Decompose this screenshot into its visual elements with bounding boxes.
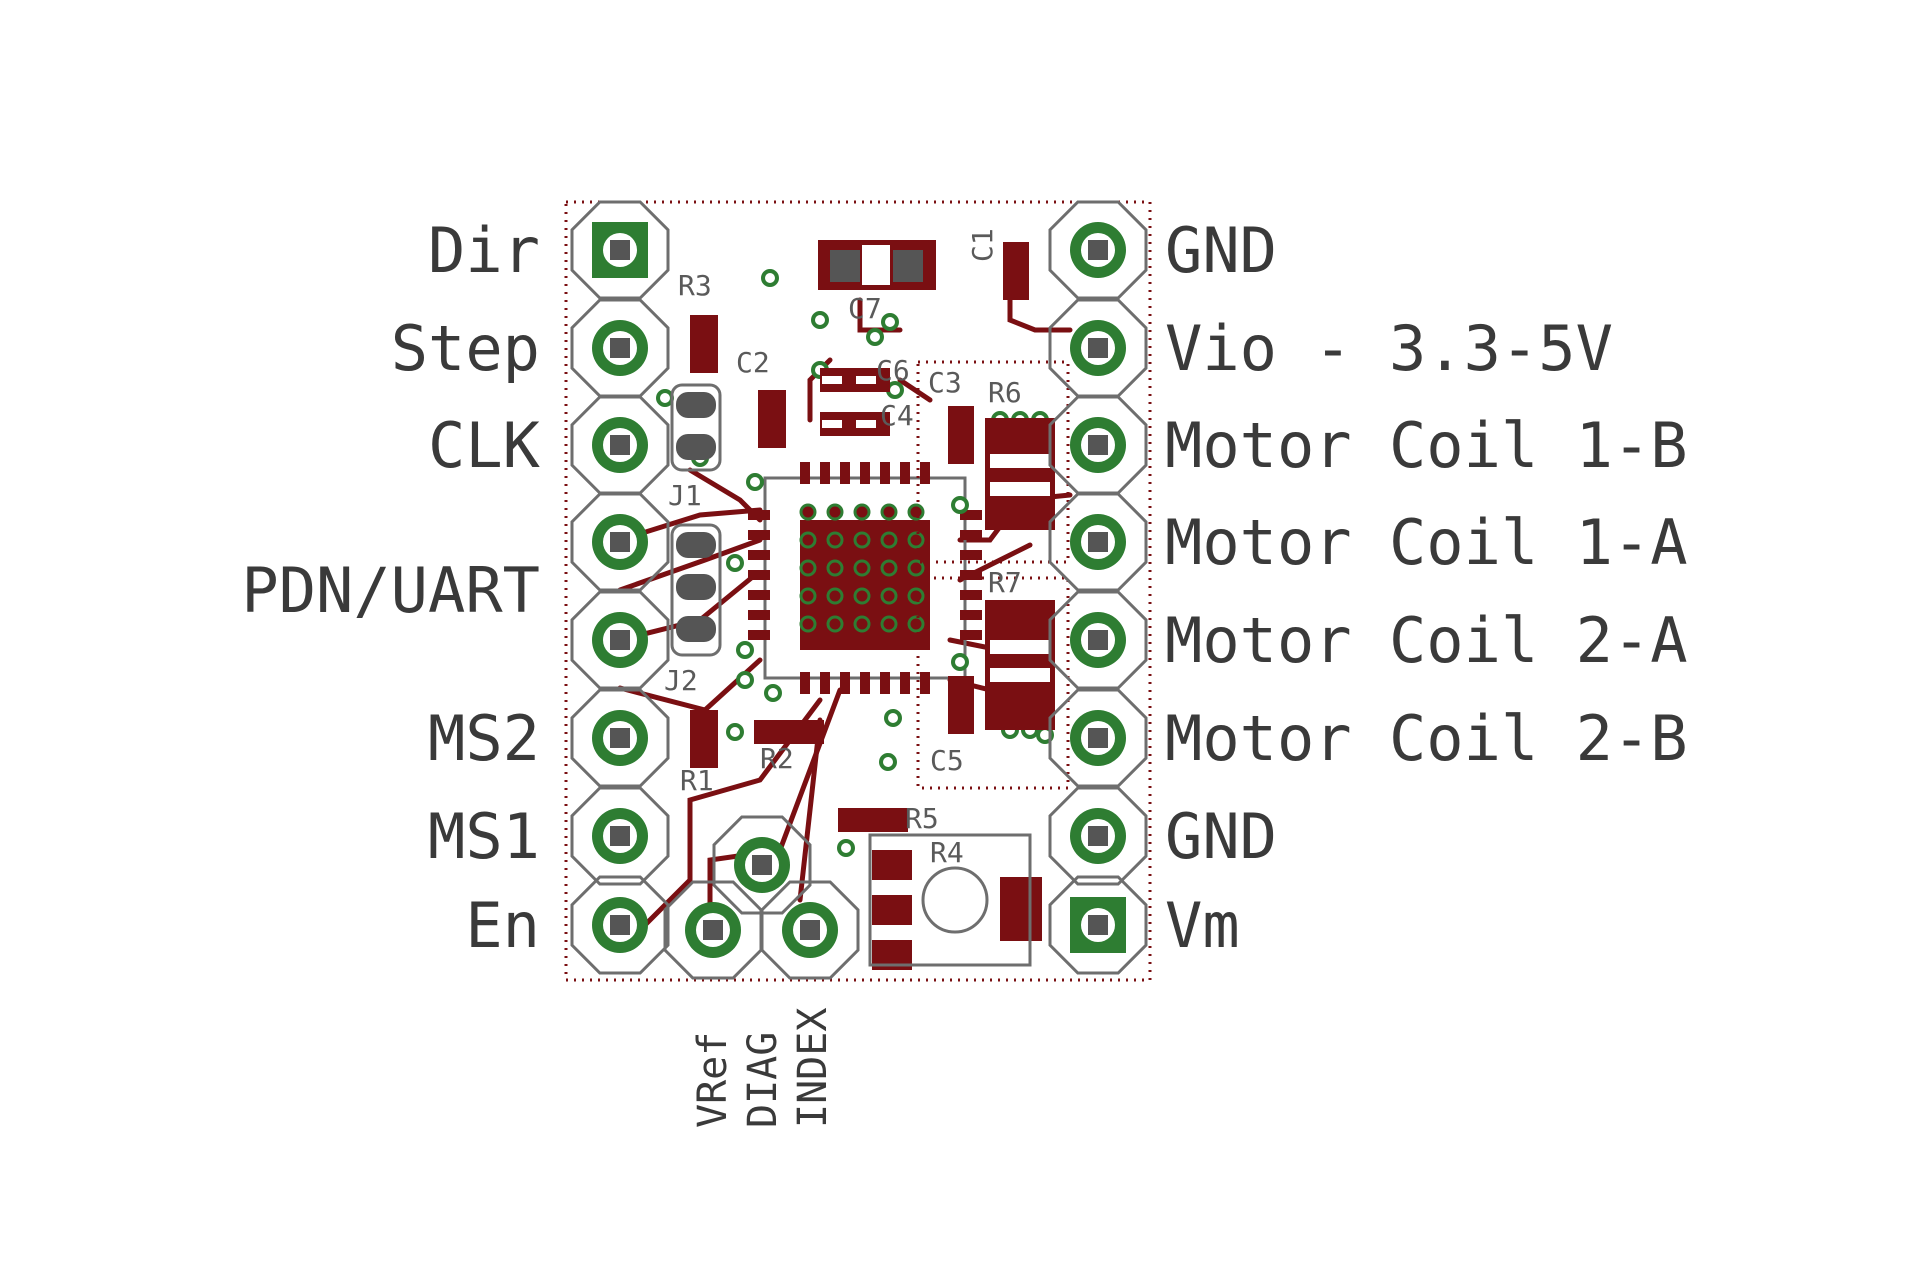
ref-label-c3: C3 [928, 366, 962, 399]
right-pin-label-3: Motor Coil 1-B [1165, 409, 1688, 482]
ref-label-r2: R2 [760, 742, 794, 775]
left-pin-label-3: CLK [428, 409, 541, 482]
left-pad-8 [570, 875, 670, 975]
right-pin-label-2: Vio - 3.3-5V [1165, 312, 1613, 385]
right-pad-7 [1048, 786, 1148, 886]
right-pad-3 [1048, 395, 1148, 495]
right-pad-6 [1048, 688, 1148, 788]
smd-parts [690, 242, 1055, 970]
left-pad-6 [570, 688, 670, 788]
right-pin-label-4: Motor Coil 1-A [1165, 506, 1688, 579]
bottom-header [663, 815, 860, 980]
right-pin-label-5: Motor Coil 2-A [1165, 604, 1688, 677]
left-pin-label-2: Step [391, 312, 540, 385]
left-pin-label-7: En [465, 889, 540, 962]
bottom-pin-label-2: DIAG [740, 1032, 786, 1128]
right-pad-4 [1048, 492, 1148, 592]
ref-label-c1: C1 [966, 228, 999, 262]
driver-ic-pins [748, 462, 982, 694]
right-pin-label-7: GND [1165, 800, 1277, 873]
coil-zone-1 [916, 360, 1070, 564]
ref-label-c5: C5 [930, 744, 964, 777]
bottom-pad-2 [712, 815, 812, 915]
ref-label-j2: J2 [664, 664, 698, 697]
right-pin-label-1: GND [1165, 214, 1277, 287]
right-pad-8 [1048, 875, 1148, 975]
ref-label-r7: R7 [988, 566, 1022, 599]
ref-label-r5: R5 [905, 802, 939, 835]
resistor-strips [822, 376, 1050, 682]
ref-label-r3: R3 [678, 269, 712, 302]
left-pad-1 [570, 200, 670, 300]
thermal-vias [799, 503, 925, 633]
right-pin-label-8: Vm [1165, 889, 1240, 962]
left-header [570, 200, 670, 975]
ref-label-r1: R1 [680, 764, 714, 797]
capacitor-c7 [818, 240, 936, 290]
ref-label-j1: J1 [668, 479, 702, 512]
left-pad-5 [570, 590, 670, 690]
ref-label-c2: C2 [736, 346, 770, 379]
left-pin-label-1: Dir [428, 214, 540, 287]
bottom-pad-1 [663, 880, 763, 980]
left-pin-label-4: PDN/UART [241, 554, 540, 627]
left-pad-7 [570, 786, 670, 886]
left-pad-2 [570, 298, 670, 398]
right-pad-1 [1048, 200, 1148, 300]
right-pin-labels: GND Vio - 3.3-5V Motor Coil 1-B Motor Coil … [1165, 214, 1688, 962]
ref-label-r4: R4 [930, 836, 964, 869]
right-header [1048, 200, 1148, 975]
bottom-pin-label-3: INDEX [790, 1008, 836, 1128]
ref-label-c7: C7 [848, 292, 882, 325]
left-pin-label-6: MS1 [428, 800, 540, 873]
right-pad-5 [1048, 590, 1148, 690]
potentiometer-r4-knob [921, 866, 989, 934]
bottom-pin-label-1: VRef [690, 1032, 736, 1128]
right-pin-label-6: Motor Coil 2-B [1165, 702, 1688, 775]
left-pin-label-5: MS2 [428, 702, 540, 775]
right-pad-2 [1048, 298, 1148, 398]
left-pad-4 [570, 492, 670, 592]
jumper-j2 [670, 523, 722, 657]
ref-label-c6: C6 [876, 354, 910, 387]
bottom-pad-3 [760, 880, 860, 980]
left-pad-3 [570, 395, 670, 495]
potentiometer-r4-outline [868, 833, 1032, 967]
jumper-j1 [670, 383, 722, 472]
ref-label-c4: C4 [880, 399, 914, 432]
ref-label-r6: R6 [988, 376, 1022, 409]
